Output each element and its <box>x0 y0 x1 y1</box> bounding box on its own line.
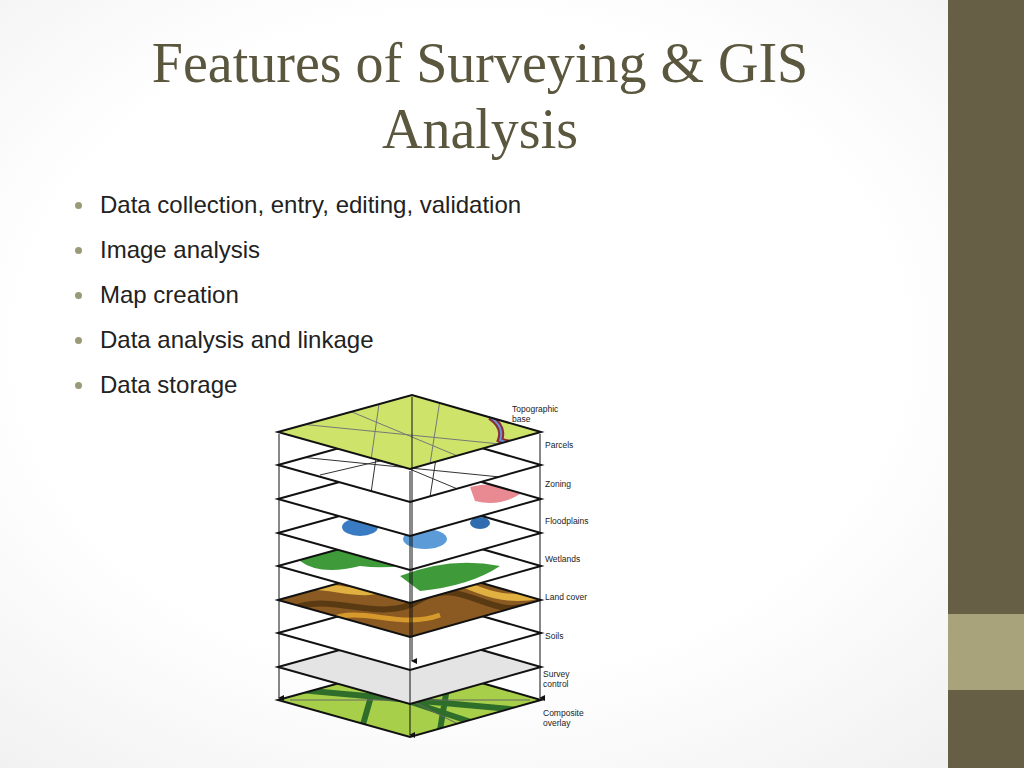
bullet-dot <box>75 247 82 254</box>
bullet-text: Image analysis <box>100 235 260 265</box>
layer-label: Survey control <box>543 669 579 689</box>
slide-title: Features of Surveying & GIS Analysis <box>60 30 900 162</box>
bullet-dot <box>75 292 82 299</box>
bullet-text: Data analysis and linkage <box>100 325 374 355</box>
layer-label: Parcels <box>545 440 605 450</box>
bullet-text: Data storage <box>100 370 237 400</box>
bullet-text: Data collection, entry, editing, validat… <box>100 190 521 220</box>
bullet-dot <box>75 382 82 389</box>
bullet-dot <box>75 202 82 209</box>
bullet-dot <box>75 337 82 344</box>
layer-label: Topographic base <box>512 404 554 424</box>
layer-label: Floodplains <box>545 516 605 526</box>
layer-label: Soils <box>545 631 605 641</box>
layer-label: Composite overlay <box>543 708 585 728</box>
layer-label: Wetlands <box>545 554 605 564</box>
bullet-text: Map creation <box>100 280 239 310</box>
side-square <box>948 614 1024 690</box>
layer-label: Land cover <box>545 592 605 602</box>
layer-label: Zoning <box>545 479 605 489</box>
